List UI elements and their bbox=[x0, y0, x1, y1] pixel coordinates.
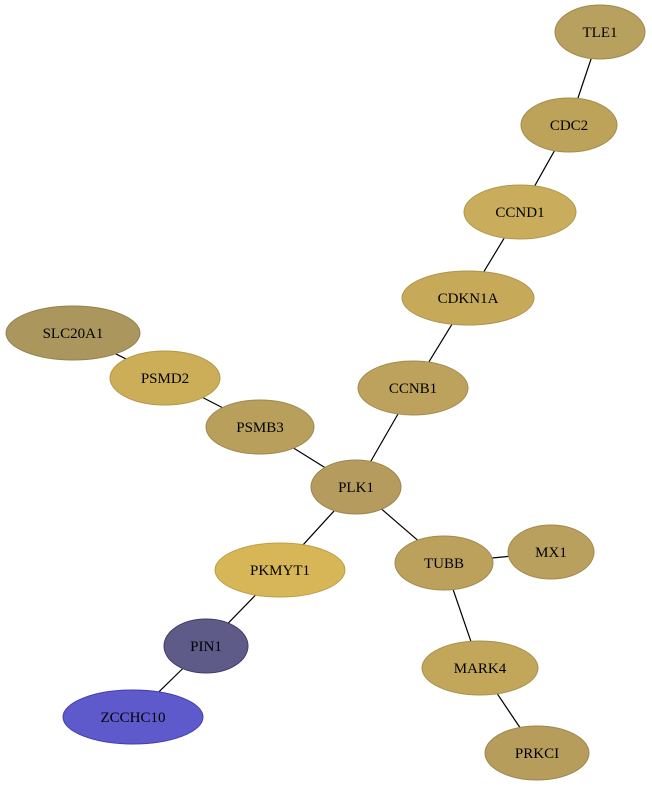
node-shape[interactable] bbox=[163, 618, 249, 674]
node-prkci[interactable]: PRKCI bbox=[484, 725, 590, 781]
node-shape[interactable] bbox=[484, 725, 590, 781]
node-psmb3[interactable]: PSMB3 bbox=[205, 399, 315, 455]
node-shape[interactable] bbox=[554, 4, 646, 60]
node-label: CCNB1 bbox=[389, 381, 437, 397]
node-label: PKMYT1 bbox=[250, 563, 310, 579]
node-label: PIN1 bbox=[190, 639, 222, 655]
edge-ccnb1-plk1 bbox=[370, 413, 399, 462]
node-label: CDC2 bbox=[550, 118, 588, 134]
node-shape[interactable] bbox=[401, 270, 535, 326]
node-shape[interactable] bbox=[62, 689, 204, 745]
edge-pin1-zcchc10 bbox=[158, 668, 184, 693]
node-mark4[interactable]: MARK4 bbox=[421, 640, 539, 696]
edge-tle1-cdc2 bbox=[577, 58, 592, 99]
edge-psmb3-plk1 bbox=[293, 447, 326, 469]
edge-plk1-pkmyt1 bbox=[302, 510, 335, 546]
node-label: PRKCI bbox=[515, 746, 559, 762]
edge-pkmyt1-pin1 bbox=[227, 594, 257, 624]
node-label: PLK1 bbox=[338, 480, 374, 496]
edge-psmd2-psmb3 bbox=[202, 397, 223, 409]
edge-ccnd1-cdkn1a bbox=[483, 237, 505, 273]
node-pin1[interactable]: PIN1 bbox=[163, 618, 249, 674]
node-cdkn1a[interactable]: CDKN1A bbox=[401, 270, 535, 326]
node-ccnd1[interactable]: CCND1 bbox=[463, 184, 577, 240]
node-label: CDKN1A bbox=[438, 291, 499, 307]
node-plk1[interactable]: PLK1 bbox=[310, 459, 402, 515]
node-label: PSMB3 bbox=[236, 420, 284, 436]
node-zcchc10[interactable]: ZCCHC10 bbox=[62, 689, 204, 745]
edge-layer bbox=[115, 58, 592, 728]
node-cdc2[interactable]: CDC2 bbox=[520, 97, 618, 153]
node-label: TLE1 bbox=[583, 25, 618, 41]
node-shape[interactable] bbox=[5, 305, 141, 361]
node-label: PSMD2 bbox=[141, 371, 189, 387]
node-label: SLC20A1 bbox=[43, 326, 104, 342]
node-ccnb1[interactable]: CCNB1 bbox=[357, 360, 469, 416]
node-pkmyt1[interactable]: PKMYT1 bbox=[214, 542, 346, 598]
edge-tubb-mark4 bbox=[452, 589, 472, 642]
node-label: MARK4 bbox=[454, 661, 507, 677]
edge-mark4-prkci bbox=[496, 693, 521, 728]
node-tle1[interactable]: TLE1 bbox=[554, 4, 646, 60]
node-label: ZCCHC10 bbox=[100, 710, 165, 726]
node-label: TUBB bbox=[424, 556, 464, 572]
edge-cdc2-ccnd1 bbox=[534, 150, 556, 187]
node-label: CCND1 bbox=[495, 205, 544, 221]
node-shape[interactable] bbox=[357, 360, 469, 416]
edge-plk1-tubb bbox=[381, 508, 418, 541]
edge-slc20a1-psmd2 bbox=[115, 353, 127, 360]
edge-cdkn1a-ccnb1 bbox=[428, 323, 453, 363]
node-shape[interactable] bbox=[205, 399, 315, 455]
node-psmd2[interactable]: PSMD2 bbox=[109, 350, 221, 406]
node-shape[interactable] bbox=[463, 184, 577, 240]
node-shape[interactable] bbox=[520, 97, 618, 153]
node-shape[interactable] bbox=[310, 459, 402, 515]
node-mx1[interactable]: MX1 bbox=[507, 524, 595, 580]
node-shape[interactable] bbox=[214, 542, 346, 598]
node-slc20a1[interactable]: SLC20A1 bbox=[5, 305, 141, 361]
node-tubb[interactable]: TUBB bbox=[394, 535, 494, 591]
node-shape[interactable] bbox=[394, 535, 494, 591]
node-shape[interactable] bbox=[109, 350, 221, 406]
node-label: MX1 bbox=[535, 545, 567, 561]
node-shape[interactable] bbox=[507, 524, 595, 580]
node-shape[interactable] bbox=[421, 640, 539, 696]
edge-tubb-mx1 bbox=[492, 555, 509, 559]
